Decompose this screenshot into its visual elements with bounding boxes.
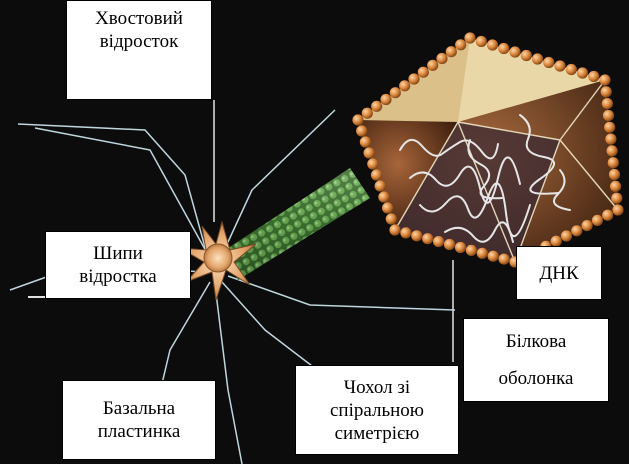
capsid-bead	[399, 80, 410, 91]
capsid-bead	[455, 242, 466, 253]
capsid-bead	[487, 39, 498, 50]
capsid-bead	[466, 245, 477, 256]
capsid-bead	[371, 169, 382, 180]
capsid-bead	[378, 191, 389, 202]
capsid-bead	[390, 87, 401, 98]
capsid-bead	[411, 230, 422, 241]
capsid-bead	[605, 134, 616, 145]
label-protein-coat-line-1: Білкова	[506, 330, 567, 353]
capsid-bead	[566, 64, 577, 75]
capsid-bead	[612, 204, 623, 215]
capsid-bead	[352, 114, 363, 125]
capsid-bead	[592, 215, 603, 226]
capsid-bead	[554, 60, 565, 71]
capsid-bead	[476, 36, 487, 47]
capsid-bead	[386, 213, 397, 224]
capsid-bead	[543, 57, 554, 68]
label-spikes: Шипи відростка	[45, 231, 191, 299]
capsid-bead	[521, 50, 532, 61]
capsid-bead	[588, 71, 599, 82]
capsid-bead	[602, 210, 613, 221]
label-tail-process: Хвостовий відросток	[66, 0, 212, 100]
capsid-bead	[400, 227, 411, 238]
label-spikes-line-2: відростка	[79, 265, 157, 288]
capsid-bead	[389, 224, 400, 235]
label-sheath-line-1: Чохол зі	[344, 376, 410, 399]
capsid-bead	[360, 136, 371, 147]
capsid-bead	[436, 53, 447, 64]
label-sheath: Чохол зі спіральною симетрією	[295, 365, 459, 455]
capsid-bead	[444, 239, 455, 250]
capsid-bead	[433, 236, 444, 247]
capsid-bead	[577, 67, 588, 78]
capsid-bead	[599, 74, 610, 85]
capsid-bead	[455, 39, 466, 50]
capsid-bead	[604, 122, 615, 133]
capsid-bead	[380, 94, 391, 105]
capsid-bead	[611, 193, 622, 204]
capsid-bead	[364, 147, 375, 158]
capsid-bead	[418, 67, 429, 78]
capsid-bead	[602, 98, 613, 109]
label-sheath-line-2: спіральною	[330, 399, 424, 422]
capsid-bead	[422, 233, 433, 244]
label-spikes-line-1: Шипи	[93, 242, 143, 265]
capsid-bead	[375, 180, 386, 191]
capsid-bead	[603, 110, 614, 121]
capsid-bead	[367, 158, 378, 169]
label-base-plate-line-2: пластинка	[98, 420, 181, 443]
label-protein-coat-line-2: оболонка	[499, 367, 574, 390]
capsid-bead	[571, 225, 582, 236]
label-tail-process-line-2: відросток	[100, 30, 179, 53]
capsid-bead	[362, 108, 373, 119]
capsid-bead	[408, 73, 419, 84]
label-base-plate: Базальна пластинка	[62, 380, 216, 460]
capsid-bead	[608, 157, 619, 168]
label-sheath-line-3: симетрією	[335, 422, 420, 445]
capsid-bead	[610, 181, 621, 192]
capsid-bead	[488, 251, 499, 262]
capsid-bead	[382, 202, 393, 213]
capsid-bead	[356, 125, 367, 136]
capsid-bead	[464, 32, 475, 43]
label-tail-process-line-1: Хвостовий	[95, 7, 183, 30]
capsid-bead	[509, 46, 520, 57]
label-base-plate-line-1: Базальна	[103, 397, 175, 420]
label-dna: ДНК	[516, 246, 602, 300]
capsid-bead	[582, 220, 593, 231]
capsid-bead	[609, 169, 620, 180]
label-dna-line-1: ДНК	[539, 262, 578, 285]
label-protein-coat: Білкова оболонка	[463, 318, 609, 402]
capsid-bead	[601, 86, 612, 97]
capsid-bead	[607, 145, 618, 156]
capsid-bead	[371, 101, 382, 112]
capsid-bead	[446, 46, 457, 57]
capsid-bead	[427, 60, 438, 71]
capsid-bead	[532, 53, 543, 64]
capsid-bead	[498, 43, 509, 54]
capsid-bead	[499, 254, 510, 265]
capsid-bead	[477, 248, 488, 259]
capsid-bead	[561, 230, 572, 241]
